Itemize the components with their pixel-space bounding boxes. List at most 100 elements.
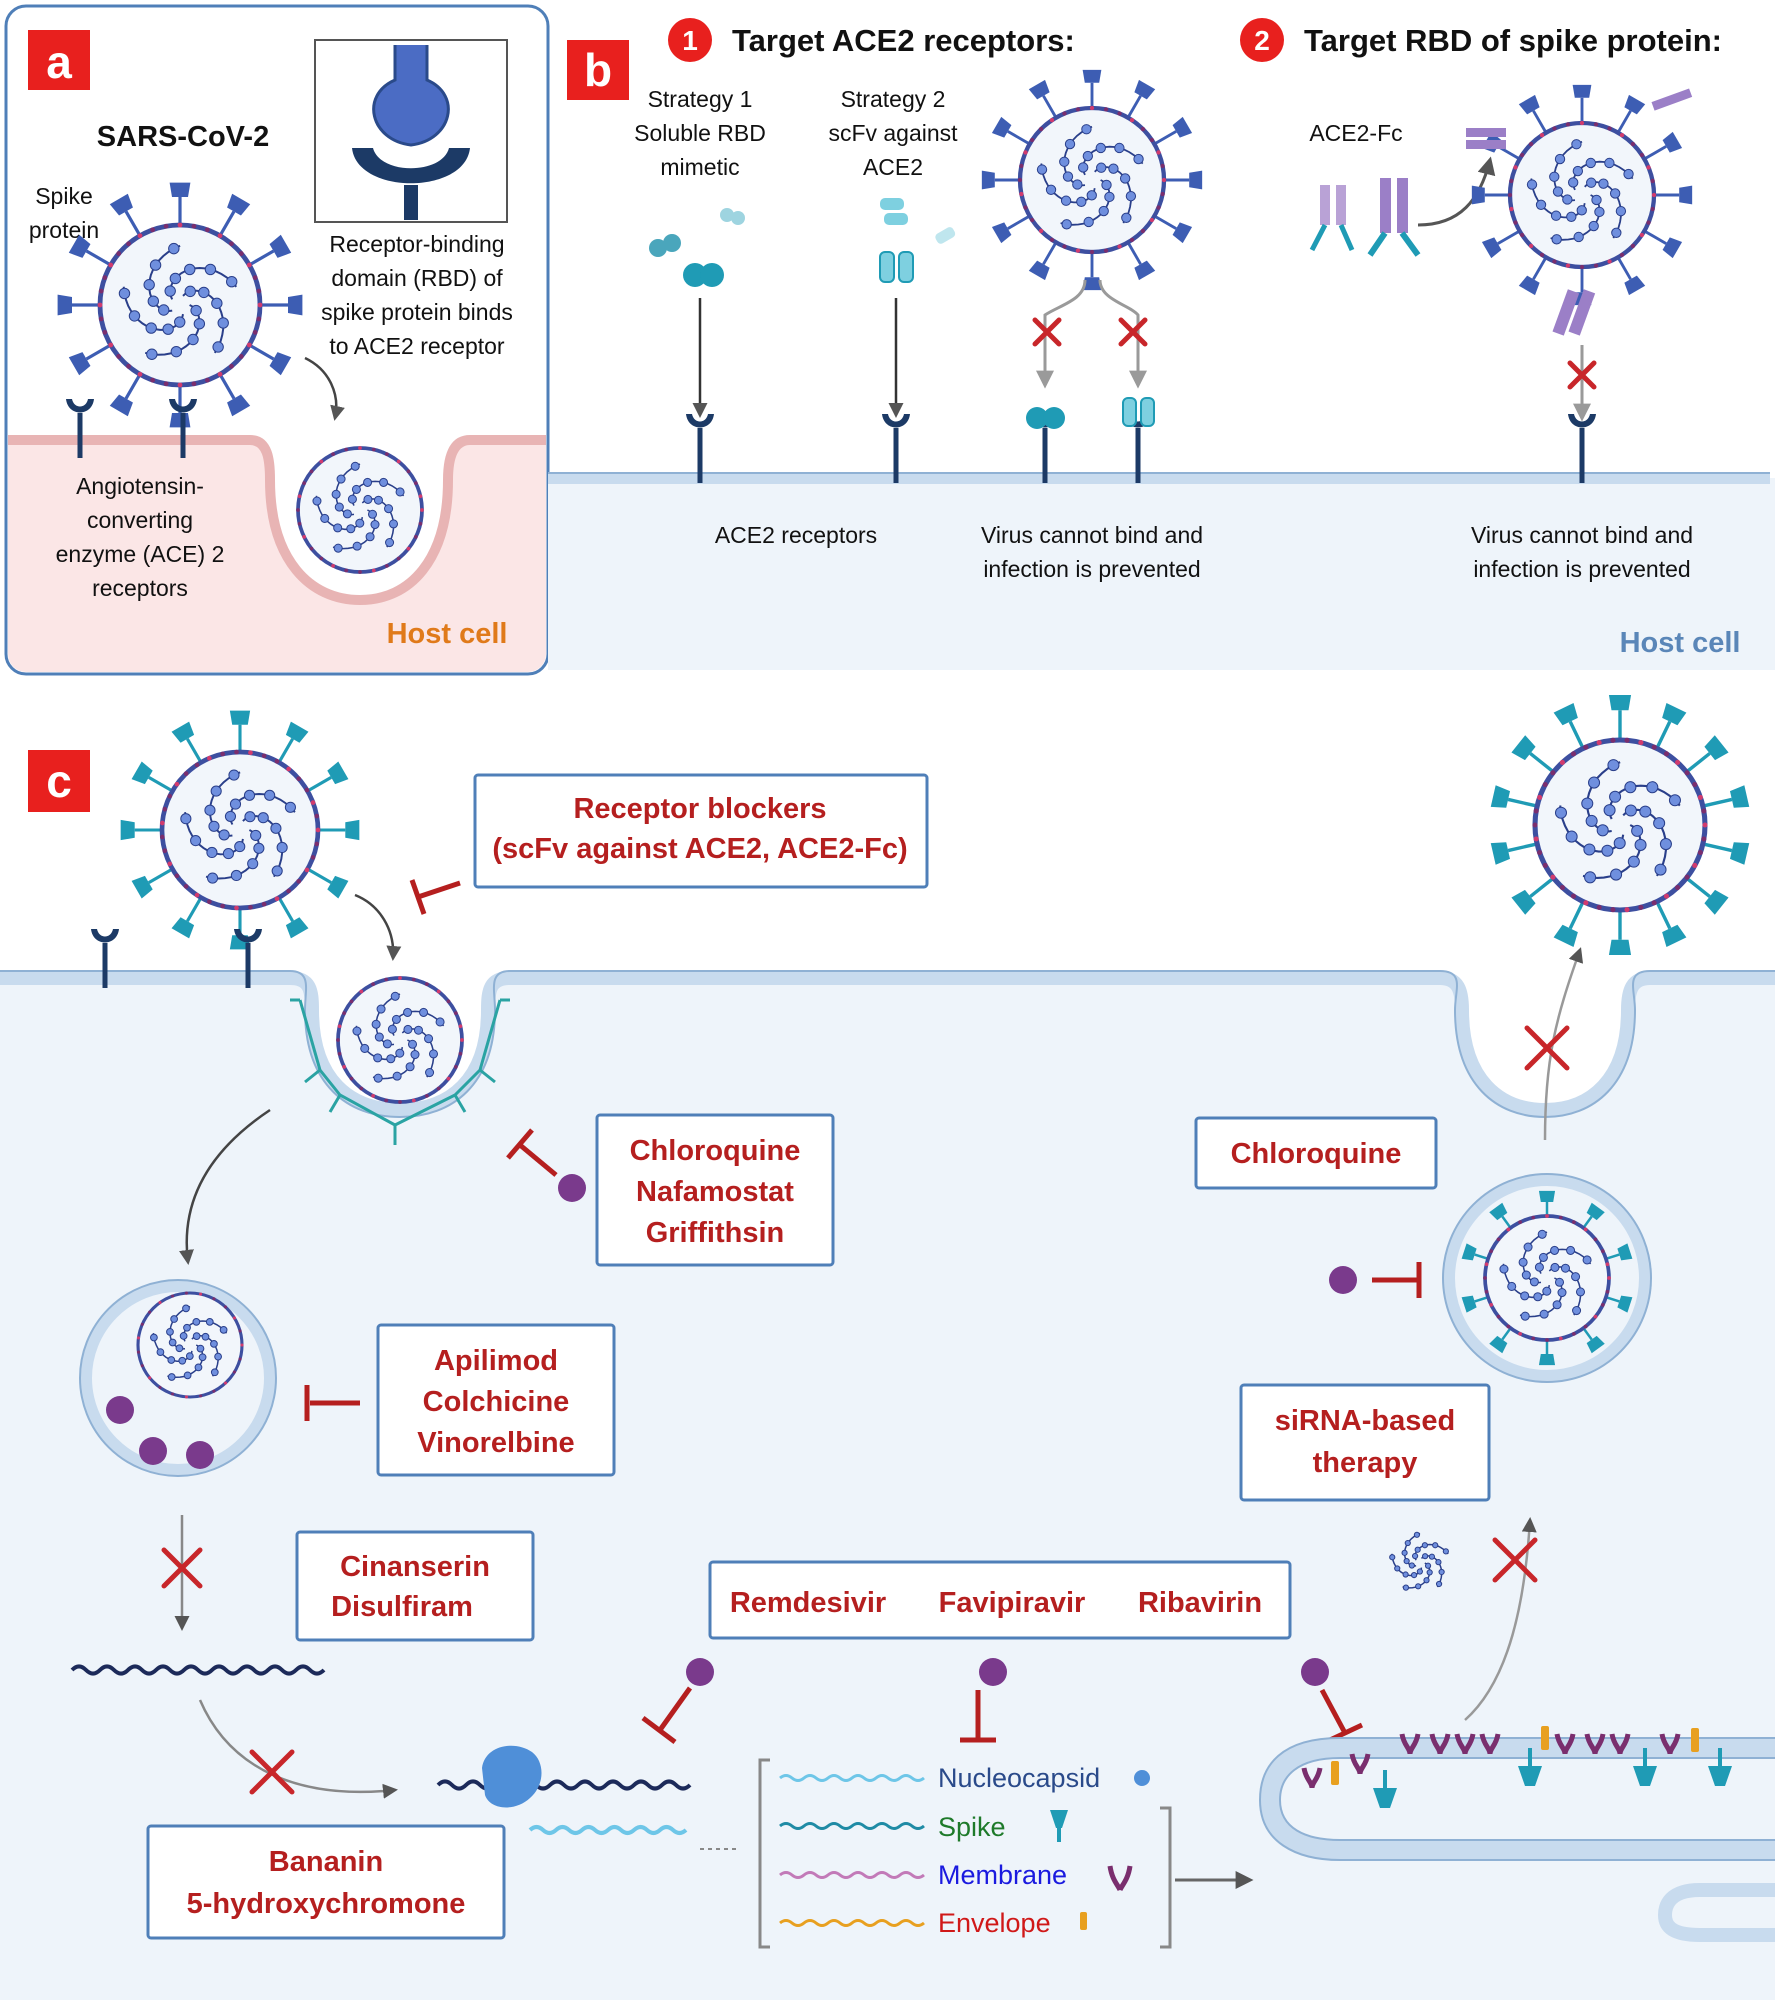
panel-c: c Receptor blockers (scFv against ACE2, … — [0, 694, 1775, 2000]
mrna-strand — [436, 1779, 692, 1791]
nascent-rna — [528, 1825, 688, 1835]
spike-protein-label-1: Spike — [35, 183, 93, 209]
exit-drug-box: Chloroquine — [1194, 1116, 1438, 1190]
svg-text:Disulfiram: Disulfiram — [331, 1591, 473, 1623]
svg-text:Chloroquine: Chloroquine — [630, 1135, 801, 1167]
sirna-icon — [1389, 1531, 1449, 1591]
svg-text:(scFv against ACE2, ACE2-Fc): (scFv against ACE2, ACE2-Fc) — [492, 833, 907, 865]
block-x-exit — [1524, 1025, 1570, 1071]
virus-a-endocytosed — [296, 446, 424, 574]
inhibit-receptor-blockers — [409, 879, 461, 915]
inhibit-entry — [506, 1128, 586, 1202]
inhibit-exit — [1329, 1262, 1422, 1298]
host-cell-label-b: Host cell — [1620, 627, 1741, 659]
protein-label-membrane: Membrane — [938, 1860, 1067, 1890]
virus-c-released — [1490, 694, 1750, 956]
svg-text:Receptor blockers: Receptor blockers — [573, 793, 826, 825]
scfv-icon — [879, 198, 956, 283]
ace2-receptor-c2 — [234, 929, 262, 988]
rna-drugs-box: Remdesivir Favipiravir Ribavirin — [708, 1560, 1292, 1640]
target2-number: 2 — [1254, 25, 1270, 56]
strategy1-line2: Soluble RBD — [634, 120, 766, 146]
panel-a-letter-box — [28, 30, 90, 90]
panel-b: b 1 Target ACE2 receptors: 2 Target RBD … — [548, 18, 1775, 670]
strategy1-line1: Strategy 1 — [648, 86, 753, 112]
virus-c-incoming — [120, 710, 360, 950]
protein-label-envelope: Envelope — [938, 1908, 1051, 1938]
rbd-mimetic-icon — [649, 208, 745, 287]
rbd-label-1: Receptor-binding — [329, 231, 504, 257]
viral-rna — [70, 1664, 326, 1676]
rbd-icon — [352, 45, 470, 220]
svg-text:Nafamostat: Nafamostat — [636, 1176, 794, 1208]
ace-label-4: receptors — [92, 575, 188, 601]
spike-rna — [779, 1822, 925, 1830]
envelope-rna — [779, 1919, 925, 1927]
virus-c-entering — [336, 976, 464, 1104]
host-cell-label-a: Host cell — [387, 618, 508, 650]
svg-text:Bananin: Bananin — [269, 1846, 383, 1878]
er-membrane-proteins — [1301, 1726, 1732, 1808]
ace-label-1: Angiotensin- — [76, 473, 204, 499]
svg-text:Cinanserin: Cinanserin — [340, 1551, 490, 1583]
panel-b-letter-box — [567, 40, 629, 100]
ace2-receptor-a1 — [66, 399, 94, 458]
protease-drugs-box: Cinanserin Disulfiram — [295, 1530, 535, 1642]
spike-protein-label-2: protein — [29, 217, 99, 243]
block-x-uncoat — [161, 1547, 203, 1589]
ace2fc-label: ACE2-Fc — [1309, 120, 1402, 146]
prevented-1-line2: infection is prevented — [983, 556, 1200, 582]
strategy1-line3: mimetic — [660, 154, 739, 180]
strategy2-line3: ACE2 — [863, 154, 923, 180]
block-x-b3 — [1567, 360, 1597, 390]
membrane-protein-icon — [1107, 1865, 1133, 1892]
target1-title: Target ACE2 receptors: — [732, 23, 1075, 58]
rbd-label-2: domain (RBD) of — [331, 265, 503, 291]
panel-c-letter-box — [28, 750, 90, 812]
block-x-b2 — [1118, 317, 1148, 347]
virus-b2 — [1471, 84, 1693, 306]
ace2fc-on-virus — [1466, 88, 1693, 336]
inhibit-favipiravir — [960, 1658, 1007, 1743]
block-x-assembly — [1492, 1537, 1538, 1583]
prevented-2-line1: Virus cannot bind and — [1471, 522, 1693, 548]
svg-text:therapy: therapy — [1313, 1447, 1418, 1479]
ribosome — [482, 1745, 542, 1808]
virus-c-endosome — [136, 1291, 244, 1399]
svg-text:5-hydroxychromone: 5-hydroxychromone — [187, 1888, 466, 1920]
svg-text:Vinorelbine: Vinorelbine — [417, 1427, 574, 1459]
ace2fc-icon — [1309, 178, 1421, 257]
protein-label-nucleocapsid: Nucleocapsid — [938, 1763, 1100, 1793]
strategy2-line2: scFv against — [828, 120, 958, 146]
strategy2-line1: Strategy 2 — [841, 86, 946, 112]
spike-protein-icon — [1050, 1810, 1068, 1842]
panel-b-letter: b — [584, 44, 612, 96]
protein-label-spike: Spike — [938, 1812, 1006, 1842]
mimetic-bound — [1026, 407, 1065, 429]
ace2-receptor-b5 — [1568, 414, 1596, 483]
scfv-bound — [1122, 397, 1155, 427]
ace2-receptors-label: ACE2 receptors — [715, 522, 877, 548]
ace-label-3: enzyme (ACE) 2 — [56, 541, 225, 567]
ace-label-2: converting — [87, 507, 193, 533]
panel-a-letter: a — [46, 36, 72, 88]
panel-a: a SARS-CoV-2 Spike protein Receptor-bind… — [4, 4, 550, 676]
block-x-b1 — [1032, 317, 1062, 347]
prevented-1-line1: Virus cannot bind and — [981, 522, 1203, 548]
svg-text:Ribavirin: Ribavirin — [1138, 1587, 1262, 1619]
panel-c-letter: c — [46, 755, 72, 807]
endosome-drugs-box: Apilimod Colchicine Vinorelbine — [376, 1323, 616, 1477]
envelope-protein-icon — [1080, 1912, 1087, 1930]
svg-text:Apilimod: Apilimod — [434, 1345, 558, 1377]
inhibit-endosome — [304, 1385, 360, 1421]
nucleocapsid-icon — [1134, 1770, 1150, 1786]
ace2-receptor-c1 — [91, 929, 119, 988]
virus-c-assembled — [1461, 1190, 1633, 1366]
target1-number: 1 — [682, 25, 698, 56]
svg-text:Favipiravir: Favipiravir — [939, 1587, 1086, 1619]
ace2-receptor-b1 — [686, 414, 714, 483]
er-membrane — [1259, 1738, 1775, 1860]
block-x-translation — [249, 1749, 295, 1795]
inhibit-remdesivir — [641, 1658, 714, 1744]
ace2-receptor-b2 — [882, 414, 910, 483]
